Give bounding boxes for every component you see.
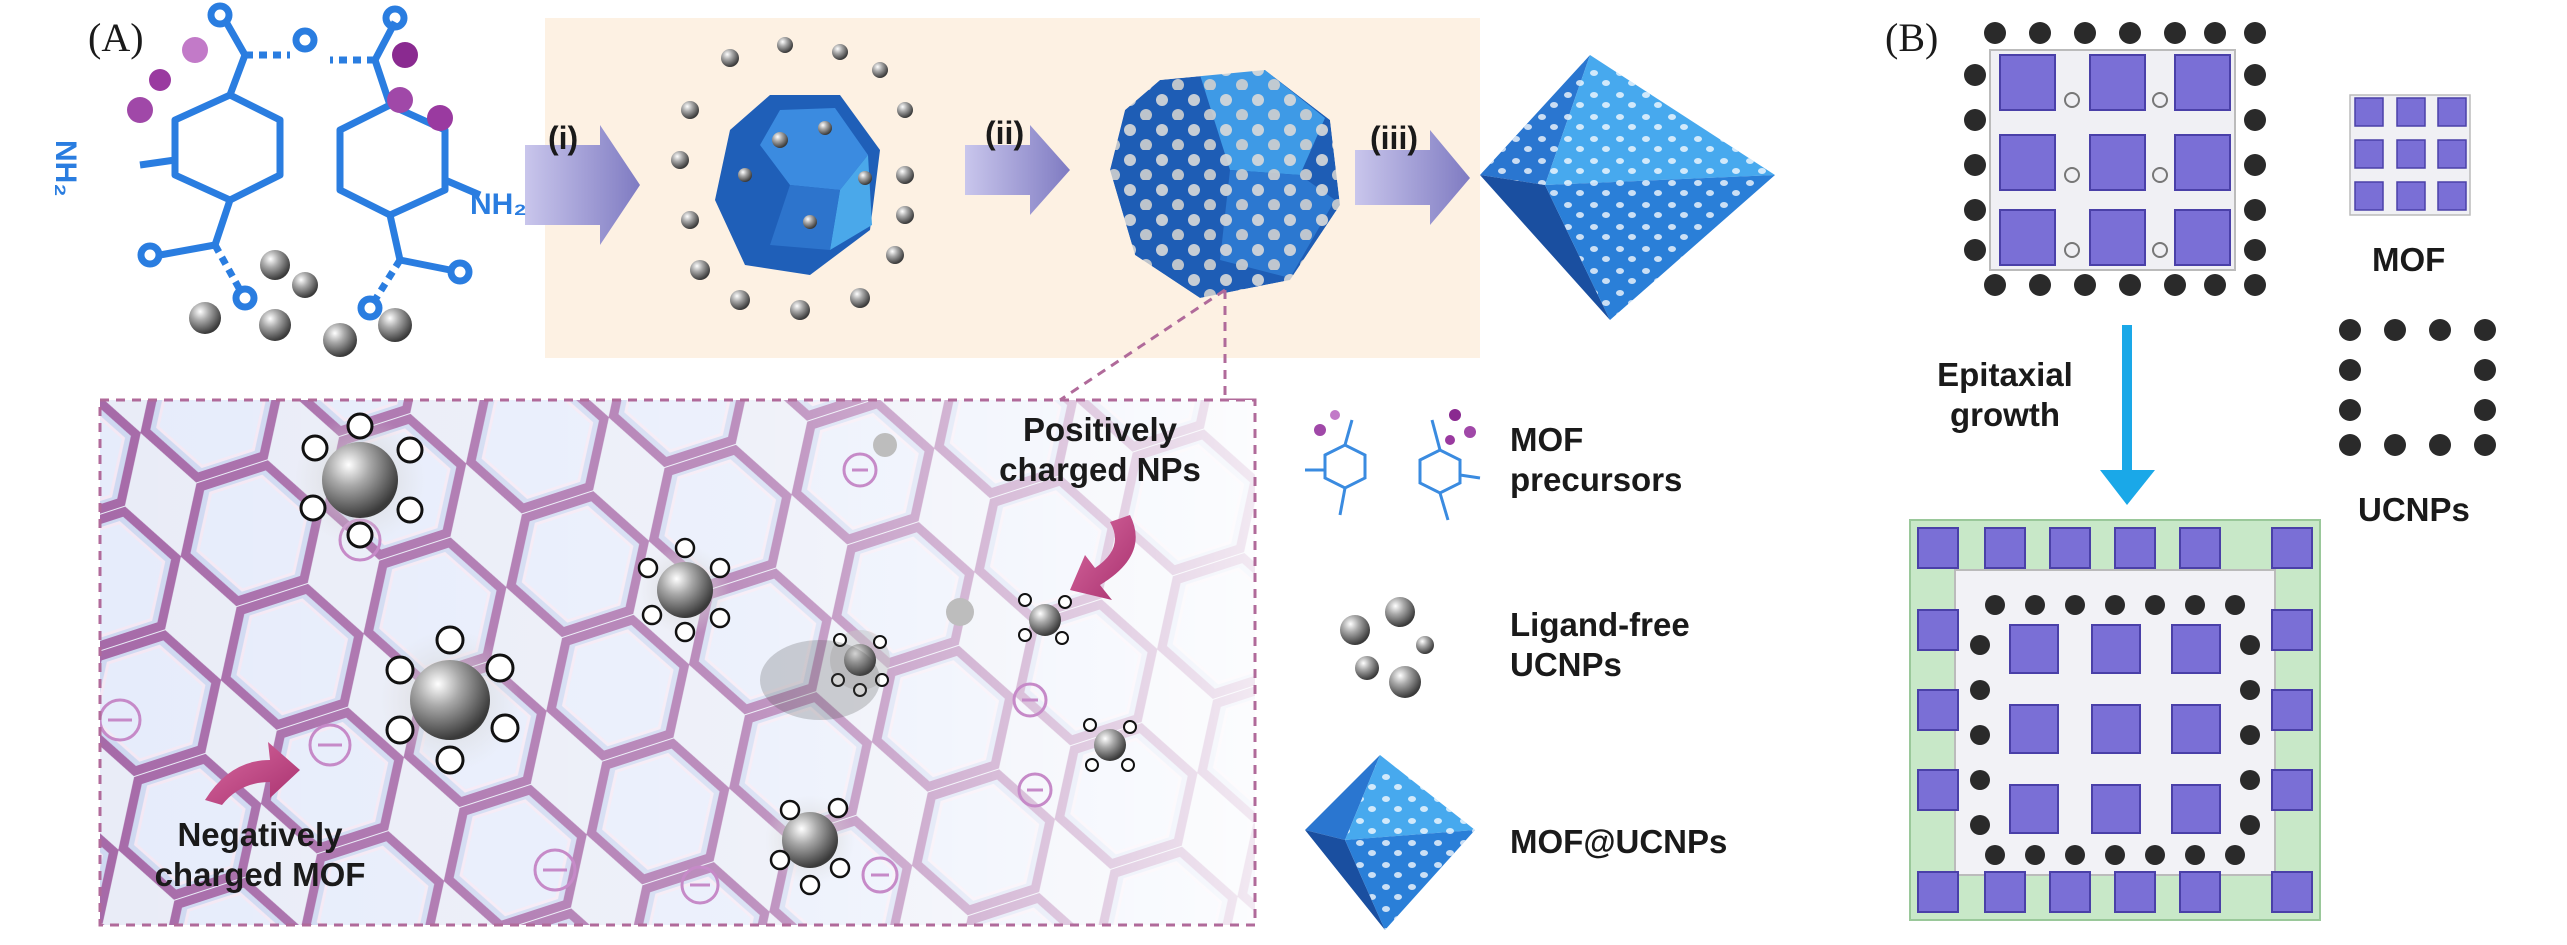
metal-ions <box>127 37 453 131</box>
legend-mof-icon <box>2349 94 2471 216</box>
arrow-to-positive-nps <box>1070 515 1136 600</box>
legend-icon-ucnps <box>1340 597 1434 698</box>
mof-seed-crystal <box>715 95 880 275</box>
positive-np-medium-2 <box>765 795 855 896</box>
panel-a-label: (A) <box>88 15 144 60</box>
positive-np-small-1 <box>830 630 890 697</box>
zoom-connector-left <box>1059 288 1226 402</box>
step-label-ii: (ii) <box>985 115 1025 151</box>
ucnp-ring-top <box>1964 22 2266 296</box>
arrow-step-ii <box>965 125 1070 215</box>
free-ucnps-cluster <box>189 250 412 357</box>
positive-np-small-3 <box>1083 718 1137 772</box>
positive-np-large-1 <box>295 412 425 549</box>
amine-label-right: NH₂ <box>470 188 527 221</box>
shadow-blur <box>760 640 880 720</box>
legend-icon-precursors <box>1305 419 1481 521</box>
legend-ucnps-label: Ligand-free UCNPs <box>1510 606 1690 683</box>
positive-np-large-2 <box>380 625 520 775</box>
zoom-border <box>98 398 1257 927</box>
arrow-step-i <box>525 125 640 245</box>
step-label-iii: (iii) <box>1370 120 1418 156</box>
step-label-i: (i) <box>548 120 579 156</box>
left-benzene-ring <box>171 91 284 204</box>
faded-np-2 <box>873 433 897 457</box>
arrow-step-iii <box>1355 130 1470 225</box>
epitaxial-growth-label: Epitaxial growth <box>1937 356 2073 433</box>
positive-np-small-2 <box>1018 593 1072 645</box>
negative-mof-label: Negatively charged MOF <box>154 816 366 893</box>
legend-ucnp-ring-icon <box>2339 319 2496 456</box>
legend-precursor-ions <box>1314 409 1476 445</box>
mof-ucnp-octahedron <box>1480 55 1775 320</box>
zoom-inset <box>98 398 1257 927</box>
legend-precursors-label: MOF precursors <box>1510 421 1683 498</box>
legend-icon-octahedron <box>1305 755 1475 930</box>
ucnps-legend-label: UCNPs <box>2358 491 2470 528</box>
panel-b-label: (B) <box>1885 15 1939 60</box>
mof-grid-top <box>1989 49 2236 271</box>
legend-composite-label: MOF@UCNPs <box>1510 823 1728 860</box>
positive-nps-label: Positively charged NPs <box>999 411 1201 488</box>
composite-grid-bottom <box>1909 519 2321 921</box>
amine-label-left: NH₂ <box>49 140 82 197</box>
faded-np-1 <box>946 598 974 626</box>
arrow-to-negative-mof <box>205 742 300 805</box>
epitaxial-growth-arrow <box>2100 325 2155 505</box>
positive-np-medium-1 <box>637 537 731 643</box>
linker-molecules <box>137 2 482 321</box>
ucnp-decorated-crystal <box>1110 70 1340 300</box>
mof-legend-label: MOF <box>2372 241 2446 278</box>
surrounding-ucnps-i <box>671 37 914 320</box>
